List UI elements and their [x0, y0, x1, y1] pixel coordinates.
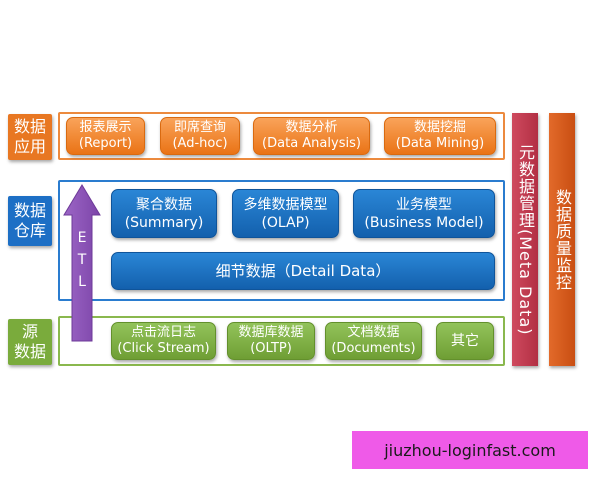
app-tile-adhoc: 即席查询(Ad-hoc): [160, 117, 240, 155]
warehouse-tile-summary: 聚合数据(Summary): [111, 189, 217, 238]
etl-arrow-icon: [63, 184, 101, 342]
meta-data-bar: 元数据管理(Meta Data): [512, 113, 538, 366]
app-tile-data-mining: 数据挖掘(Data Mining): [384, 117, 496, 155]
source-tile-other: 其它: [436, 322, 494, 360]
warehouse-tile-business-model: 业务模型(Business Model): [353, 189, 495, 238]
data-quality-bar: 数据质量监控: [549, 113, 575, 366]
warehouse-tile-olap: 多维数据模型(OLAP): [232, 189, 339, 238]
layer-label-source: 源数据: [8, 319, 52, 365]
source-tile-documents: 文档数据(Documents): [325, 322, 422, 360]
layer-label-app: 数据应用: [8, 114, 52, 160]
watermark-banner: jiuzhou-loginfast.com: [352, 431, 588, 469]
app-tile-report: 报表展示(Report): [66, 117, 145, 155]
source-tile-click-stream: 点击流日志(Click Stream): [111, 322, 216, 360]
etl-label: ETL: [74, 230, 90, 296]
layer-label-warehouse: 数据仓库: [8, 196, 52, 246]
detail-data-bar: 细节数据（Detail Data）: [111, 252, 495, 290]
source-tile-oltp: 数据库数据(OLTP): [227, 322, 315, 360]
app-tile-data-analysis: 数据分析(Data Analysis): [253, 117, 370, 155]
